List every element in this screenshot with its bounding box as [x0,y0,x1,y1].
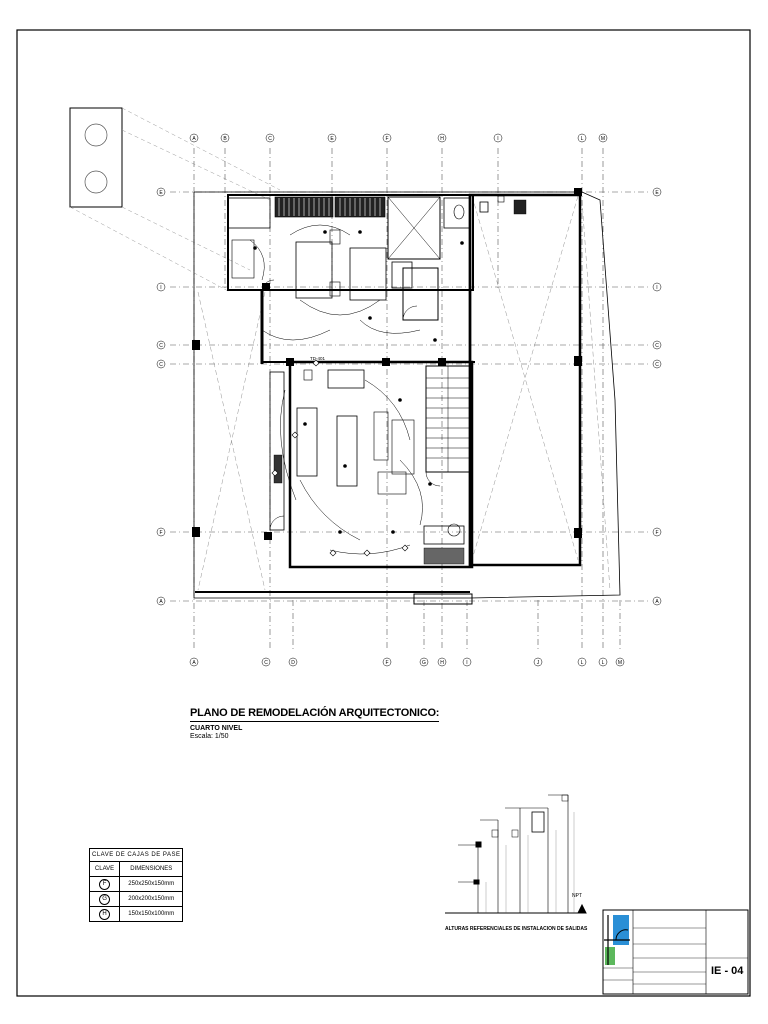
grid-bubble: L [577,133,587,143]
svg-text:A: A [192,660,196,666]
grid-bubbles-bottom: A C D F G H I J L L M [189,657,625,667]
floor-plan [192,188,621,605]
grid-bubble: I [652,282,662,292]
grid-bubble: I [493,133,503,143]
grid-bubble: J [533,657,543,667]
svg-text:F: F [385,136,388,142]
grid-bubbles-left: E I C C F A [156,187,166,606]
svg-text:A: A [159,599,163,605]
box-key: H [99,908,111,920]
svg-text:C: C [159,343,163,349]
heights-diagram-title: ALTURAS REFERENCIALES DE INSTALACION DE … [445,926,588,932]
grid-bubble: I [462,657,472,667]
grid-bubble: M [598,133,608,143]
svg-text:G: G [422,660,426,666]
grid-bubble: H [437,657,447,667]
box-dimensions: 250x250x150mm [119,876,184,892]
svg-text:L: L [602,660,605,666]
npt-label: NPT [572,893,582,899]
svg-text:M: M [618,660,622,666]
grid-bubble: F [382,657,392,667]
svg-text:M: M [601,136,605,142]
svg-text:I: I [656,285,657,291]
grid-bubble: L [598,657,608,667]
svg-text:C: C [264,660,268,666]
table-row: G 200x200x150mm [88,891,184,907]
svg-text:F: F [385,660,388,666]
grid-bubble: H [437,133,447,143]
grid-bubble: G [419,657,429,667]
grid-bubble: A [156,596,166,606]
svg-text:L: L [581,136,584,142]
svg-text:C: C [268,136,272,142]
plan-scale: Escala: 1/50 [190,733,229,740]
grid-bubble: C [156,340,166,350]
svg-text:A: A [192,136,196,142]
table-row: H 150x150x100mm [88,906,184,922]
grid-bubble: C [652,340,662,350]
grid-bubbles-top: A B C E F H I L M [189,133,608,143]
junction-boxes-table: CLAVE DE CAJAS DE PASE CLAVE DIMENSIONES… [88,848,184,922]
svg-text:I: I [160,285,161,291]
table-row: F 250x250x150mm [88,876,184,892]
svg-text:F: F [159,530,162,536]
sheet-border [16,29,751,997]
panel-tag: TD-401 [310,356,326,361]
plan-title: PLANO DE REMODELACIÓN ARQUITECTONICO: [190,707,439,722]
grid-bubble: E [652,187,662,197]
grid-bubble: C [261,657,271,667]
svg-text:H: H [440,136,444,142]
svg-text:J: J [537,660,540,666]
grid-axes-vertical [193,148,621,650]
svg-text:E: E [330,136,334,142]
svg-text:D: D [291,660,295,666]
svg-text:I: I [466,660,467,666]
grid-bubble: L [577,657,587,667]
svg-text:C: C [655,362,659,368]
grid-bubble: C [652,359,662,369]
plan-level: CUARTO NIVEL [190,725,243,732]
svg-text:E: E [159,190,163,196]
grid-bubble: A [189,657,199,667]
grid-bubble: B [220,133,230,143]
plan-title-block: PLANO DE REMODELACIÓN ARQUITECTONICO: CU… [190,703,439,740]
table-title: CLAVE DE CAJAS DE PASE [88,848,184,862]
grid-bubble: M [615,657,625,667]
grid-bubble: C [265,133,275,143]
column-header: CLAVE [88,861,121,877]
sheet-code: IE - 04 [711,965,744,977]
box-dimensions: 150x150x100mm [119,906,184,922]
sheet-title-block [602,909,749,995]
grid-bubble: F [156,527,166,537]
grid-bubble: I [156,282,166,292]
grid-bubbles-right: E I C C F A [652,187,662,606]
svg-text:C: C [159,362,163,368]
grid-bubble: E [156,187,166,197]
svg-text:A: A [655,599,659,605]
svg-text:I: I [497,136,498,142]
chimney-detail [69,107,281,293]
grid-bubble: A [652,596,662,606]
grid-bubble: E [327,133,337,143]
box-key: F [99,878,111,890]
svg-text:F: F [655,530,658,536]
grid-bubble: D [288,657,298,667]
grid-axes-horizontal [170,191,650,602]
svg-text:L: L [581,660,584,666]
svg-text:H: H [440,660,444,666]
heights-diagram [445,794,587,914]
grid-bubble: C [156,359,166,369]
box-dimensions: 200x200x150mm [119,891,184,907]
grid-bubble: F [652,527,662,537]
svg-text:B: B [223,136,227,142]
grid-bubble: F [382,133,392,143]
svg-text:C: C [655,343,659,349]
box-key: G [99,893,111,905]
column-header: DIMENSIONES [119,861,184,877]
grid-bubble: A [189,133,199,143]
svg-text:E: E [655,190,659,196]
company-logo-icon [604,915,630,965]
